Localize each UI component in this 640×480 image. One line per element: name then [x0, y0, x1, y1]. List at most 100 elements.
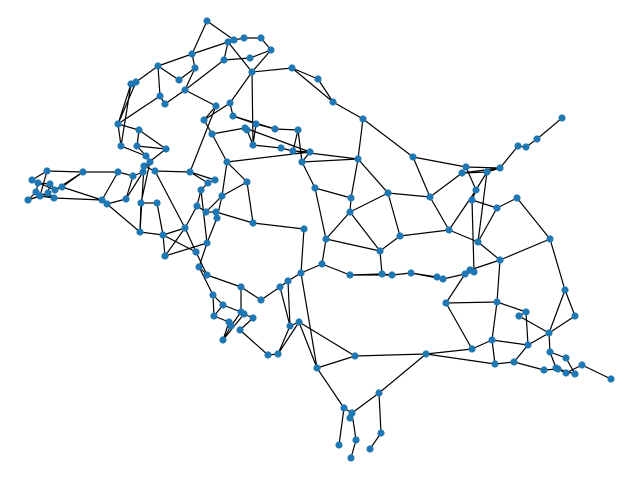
graph-edge [461, 171, 488, 174]
graph-node [607, 375, 615, 383]
graph-node [243, 178, 251, 186]
graph-edge [200, 189, 208, 244]
graph-edge [252, 222, 305, 230]
graph-node [114, 168, 122, 176]
graph-edge [221, 161, 228, 197]
graph-edge [46, 170, 84, 173]
graph-edge [117, 81, 137, 125]
graph-node [284, 277, 292, 285]
graph-node [472, 186, 480, 194]
graph-node [240, 310, 248, 318]
graph-edge [469, 259, 501, 271]
graph-node [192, 248, 200, 256]
graph-node [271, 125, 279, 133]
graph-node [195, 263, 203, 271]
graph-edge [277, 325, 291, 355]
graph-node [154, 62, 162, 70]
graph-node [191, 64, 199, 72]
graph-node [422, 350, 430, 358]
graph-node [311, 184, 319, 192]
graph-edge [154, 170, 191, 173]
graph-node [159, 231, 167, 239]
graph-node [28, 176, 36, 184]
graph-node [546, 235, 554, 243]
graph-edge [120, 145, 147, 157]
graph-edge [314, 187, 327, 240]
graph-node [209, 291, 217, 299]
graph-node [442, 299, 450, 307]
graph-node [493, 204, 501, 212]
graph-edge [198, 242, 208, 268]
graph-node [186, 168, 194, 176]
graph-node [153, 199, 161, 207]
graph-edge [249, 49, 272, 59]
graph-node [545, 329, 553, 337]
graph-edge [260, 286, 281, 301]
graph-node [488, 336, 496, 344]
graph-node [409, 153, 417, 161]
graph-edge [536, 117, 563, 140]
graph-edge [292, 150, 359, 160]
graph-node [103, 200, 111, 208]
graph-node [151, 167, 159, 175]
graph-node [237, 283, 245, 291]
graph-edge [297, 129, 303, 163]
graph-edge [157, 65, 161, 97]
graph-edge [251, 49, 272, 73]
graph-node [133, 142, 141, 150]
graph-edge [496, 197, 518, 209]
graph-node [142, 152, 150, 160]
graph-node [461, 270, 469, 278]
graph-edge [378, 392, 382, 434]
graph-node [219, 336, 227, 344]
graph-node [274, 350, 282, 358]
graph-edge [300, 228, 305, 274]
graph-edge [139, 165, 145, 233]
graph-node [203, 17, 211, 25]
graph-node [117, 142, 125, 150]
graph-edge [564, 289, 576, 317]
graph-node [203, 271, 211, 279]
graph-node [346, 414, 354, 422]
graph-edge [548, 289, 566, 334]
graph-edge [445, 302, 473, 350]
graph-node [218, 192, 226, 200]
graph-node [540, 366, 548, 374]
graph-edge [349, 192, 389, 213]
graph-edge [251, 71, 254, 146]
graph-edge [548, 315, 576, 334]
graph-edge [516, 197, 551, 240]
graph-node [135, 126, 143, 134]
graph-edge [465, 166, 477, 191]
graph-node [225, 318, 233, 326]
graph-edge [471, 199, 498, 209]
graph-edge [471, 199, 475, 273]
graph-node [306, 148, 314, 156]
graph-node [51, 186, 59, 194]
graph-node [322, 235, 330, 243]
graph-node [210, 312, 218, 320]
graph-node [197, 186, 205, 194]
graph-edge [425, 353, 496, 365]
graph-node [533, 135, 541, 143]
graph-node [114, 120, 122, 128]
graph-edge [226, 161, 248, 183]
graph-node [546, 348, 554, 356]
graph-edge [316, 367, 345, 409]
graph-edge [496, 259, 501, 303]
graph-edge [527, 332, 550, 346]
graph-node [162, 145, 170, 153]
graph-edge [491, 339, 529, 346]
graph-edge [226, 151, 311, 163]
graph-edge [387, 192, 431, 198]
graph-edge [291, 67, 319, 80]
graph-node [24, 196, 32, 204]
graph-node [346, 208, 354, 216]
graph-edge [206, 20, 235, 41]
graph-node [578, 361, 586, 369]
graph-node [458, 169, 466, 177]
graph-node [286, 322, 294, 330]
graph-node [267, 46, 275, 54]
graph-node [470, 268, 478, 276]
graph-edge [279, 286, 291, 327]
